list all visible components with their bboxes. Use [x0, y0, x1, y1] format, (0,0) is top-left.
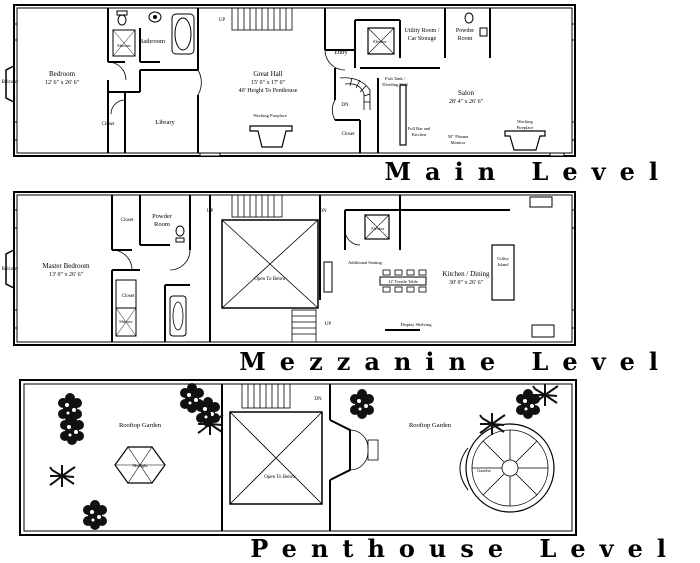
utility-room-label-1: Utility Room / — [404, 28, 439, 34]
salon-fireplace-label-1: Working — [517, 119, 533, 124]
mezz-dn-label: DN — [319, 209, 327, 214]
plant-icon — [83, 500, 107, 530]
mezzanine-level-title: Mezzanine Level — [239, 347, 672, 376]
penthouse-open-to-below-label: Open To Below — [264, 475, 296, 480]
main-elevator-label: Elevator — [373, 39, 387, 44]
great-hall-note: 40' Height To Penthouse — [239, 88, 298, 94]
main-powder-room-label-1: Powder — [456, 28, 474, 34]
plant-icon — [516, 389, 540, 419]
mezzanine-level-plan: Balcony Master Bedroom 13' 0" x 26' 6" C… — [2, 191, 672, 376]
salon-label: Salon — [458, 89, 474, 97]
master-bedroom-label: Master Bedroom — [42, 262, 90, 270]
mezz-up-label-2: UP — [325, 322, 332, 327]
main-library-label: Library — [155, 119, 175, 126]
main-bedroom-label: Bedroom — [49, 70, 76, 78]
main-dn-label: DN — [341, 103, 349, 108]
mezz-open-to-below-label: Open To Below — [254, 277, 286, 282]
great-hall-dims: 15' 0" x 17' 0" — [251, 80, 286, 86]
plasma-label-2: Monitor — [451, 140, 466, 145]
main-powder-room-label-2: Room — [458, 36, 473, 42]
penthouse-level-plan: Rooftop Garden Skylight DN Open To Below… — [19, 379, 680, 563]
main-shower-label: Shower — [117, 43, 131, 48]
gazebo-label: Gazebo — [477, 468, 491, 473]
kitchen-dining-dims: 30' 0" x 26' 6" — [449, 280, 484, 286]
mezz-up-label-1: UP — [207, 209, 214, 214]
mezz-powder-room-label-1: Powder — [152, 213, 173, 220]
trestle-table-label: 12' Trestle Table — [388, 279, 418, 284]
mezz-shower-label: Shower — [119, 319, 133, 324]
utility-room-label-2: Car Storage — [408, 36, 437, 42]
mezz-powder-room-label-2: Room — [154, 221, 170, 228]
plant-icon — [350, 389, 374, 419]
main-closet-2-label: Closet — [342, 132, 355, 137]
plasma-label-1: 50" Plasma — [448, 134, 468, 139]
main-fireplace-label: Working Fireplace — [253, 113, 287, 118]
main-bedroom-dims: 12' 6" x 26' 6" — [45, 80, 80, 86]
mezz-closet-1-label: Closet — [121, 218, 134, 223]
great-hall-label: Great Hall — [253, 70, 282, 78]
rooftop-garden-2-label: Rooftop Garden — [409, 422, 452, 429]
kitchen-dining-label: Kitchen / Dining — [442, 270, 490, 278]
penthouse-level-title: Penthouse Level — [250, 534, 680, 563]
main-closet-label: Closet — [102, 122, 115, 127]
rooftop-garden-1-label: Rooftop Garden — [119, 422, 162, 429]
main-up-label: UP — [219, 18, 226, 23]
main-level-title: Main Level — [384, 157, 672, 186]
main-level-plan: Balcony Bedroom 12' 6" x 26' 6" Bathroom… — [2, 4, 672, 186]
full-bar-label-2: Kitchen — [412, 132, 427, 137]
fern-icon — [479, 412, 506, 436]
fish-tank-label-2: Dividing Wall — [382, 82, 408, 87]
penthouse-dn-label: DN — [314, 397, 322, 402]
fish-tank-label-1: Fish Tank / — [385, 76, 406, 81]
salon-dims: 28' 4" x 26' 6" — [449, 99, 484, 105]
master-bedroom-dims: 13' 0" x 26' 6" — [49, 272, 84, 278]
fern-icon — [49, 464, 76, 488]
mezz-elevator-label: Elevator — [371, 226, 385, 231]
entry-label: Entry — [334, 50, 347, 56]
salon-fireplace-label-2: Fireplace — [517, 125, 534, 130]
plant-icon — [60, 415, 84, 445]
utility-island-label-1: Utility — [497, 256, 510, 261]
main-balcony-label: Balcony — [2, 80, 19, 85]
mezz-closet-2-label: Closet — [122, 294, 135, 299]
full-bar-label-1: Full Bar and — [408, 126, 431, 131]
utility-island-label-2: Island — [498, 262, 510, 267]
display-shelving-label: Display Shelving — [400, 322, 432, 327]
additional-seating-label: Additional Seating — [348, 260, 383, 265]
main-bathroom-label: Bathroom — [139, 38, 165, 45]
mezz-balcony-label: Balcony — [2, 267, 19, 272]
skylight-label: Skylight — [132, 463, 148, 468]
